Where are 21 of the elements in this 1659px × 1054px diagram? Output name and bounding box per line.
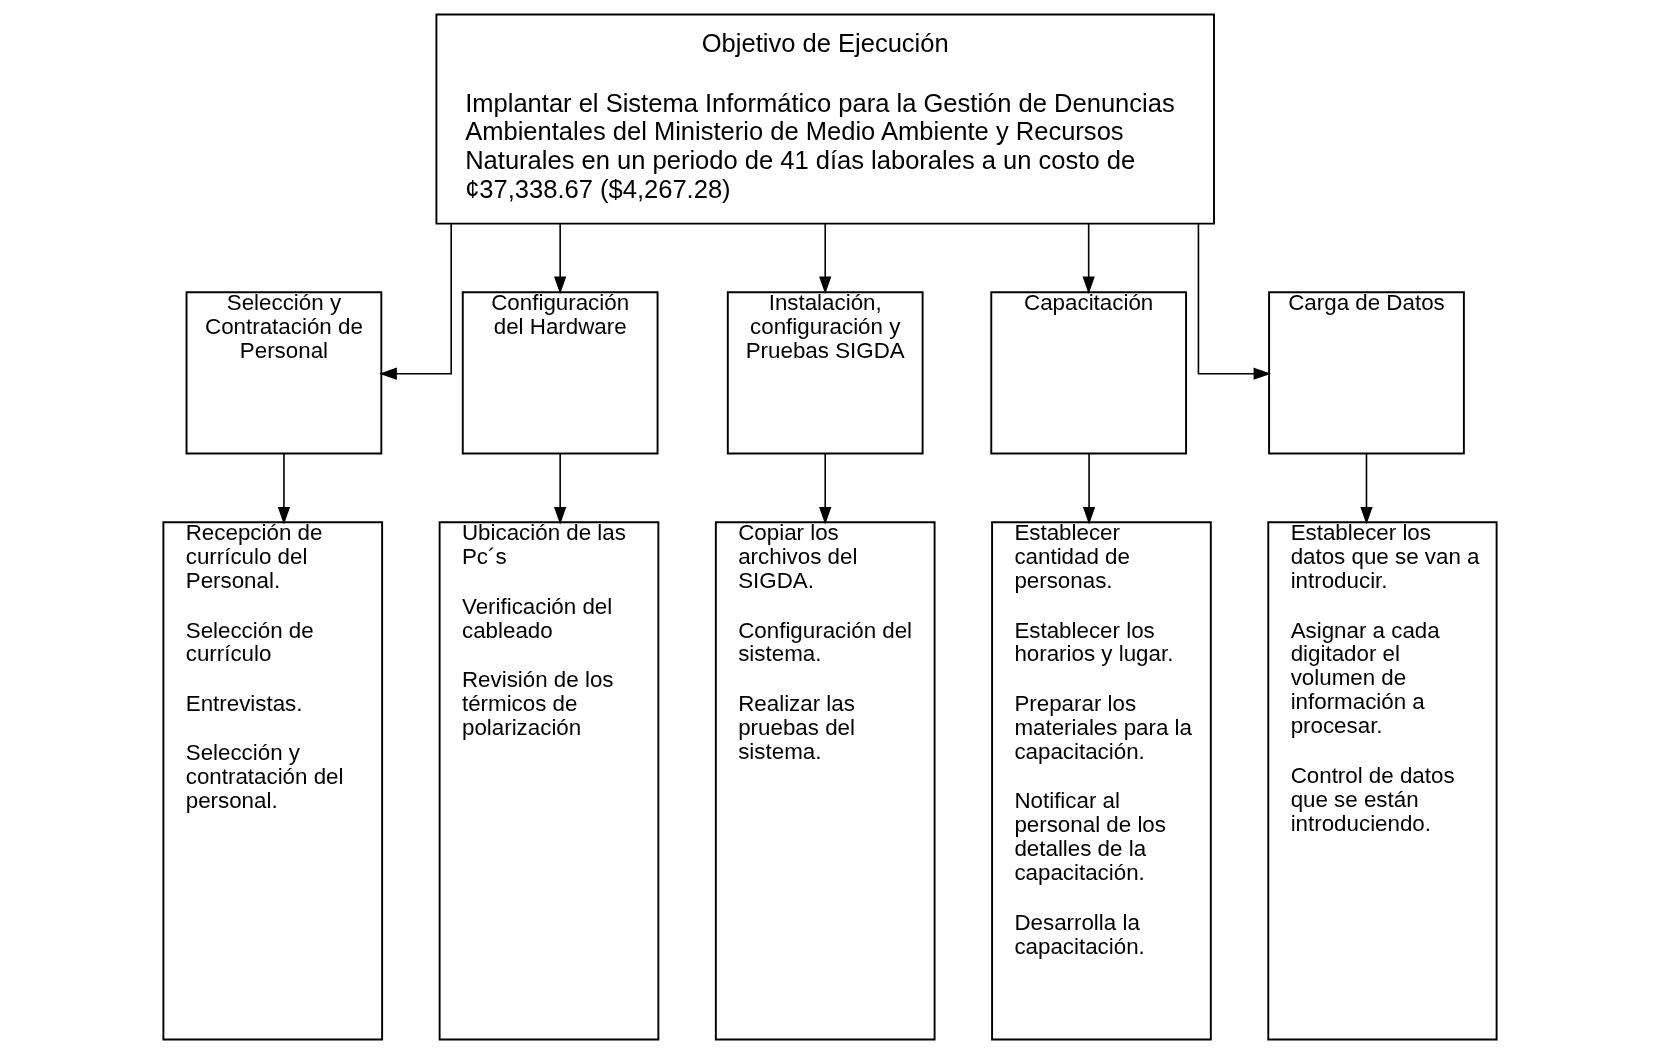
node-box: Copiar los archivos del SIGDA. Configuración del sistema. Realizar las pruebas del sistema. xyxy=(714,521,936,1041)
arrow xyxy=(818,453,831,525)
arrow xyxy=(818,222,831,295)
node-box: Establecer los datos que se van a introducir. Asignar a cada digitador el volumen de información a procesar. Control de datos que se están introduciendo. xyxy=(1266,521,1498,1041)
arrow xyxy=(1359,453,1373,525)
arrow xyxy=(553,222,566,295)
node-box: Recepción de currículo del Personal. Selección de currículo Entrevistas. Selección y contratación del personal. xyxy=(161,521,383,1041)
node-box: Ubicación de las Pc´s Verificación del cableado Revisión de los térmicos de polarización xyxy=(438,521,659,1041)
node-box: Establecer cantidad de personas. Establecer los horarios y lugar. Preparar los materiales para la capacitación. Notificar al personal de los detalles de la capacitación. Desarrolla la capacitación. xyxy=(990,521,1212,1041)
arrow xyxy=(1082,453,1095,525)
arrow xyxy=(378,223,452,380)
arrow xyxy=(553,453,566,525)
node-box: Selección y Contratación de Personal xyxy=(185,291,382,455)
arrow xyxy=(277,453,290,525)
node-box: Configuración del Hardware xyxy=(461,291,658,455)
node-box: Objetivo de Ejecución Implantar el Sistema Informático para la Gestión de Denuncias Ambientales del Ministerio de Medio Ambiente y Recursos Naturales en un periodo de 41 días laborales a un costo de ¢37,338.67 ($4,267.28) xyxy=(434,13,1215,225)
node-box: Carga de Datos xyxy=(1267,291,1465,455)
arrow xyxy=(1197,223,1271,380)
node-box: Capacitación xyxy=(989,291,1187,455)
arrow xyxy=(1082,222,1095,295)
node-box: Instalación, configuración y Pruebas SIGDA xyxy=(726,291,924,455)
